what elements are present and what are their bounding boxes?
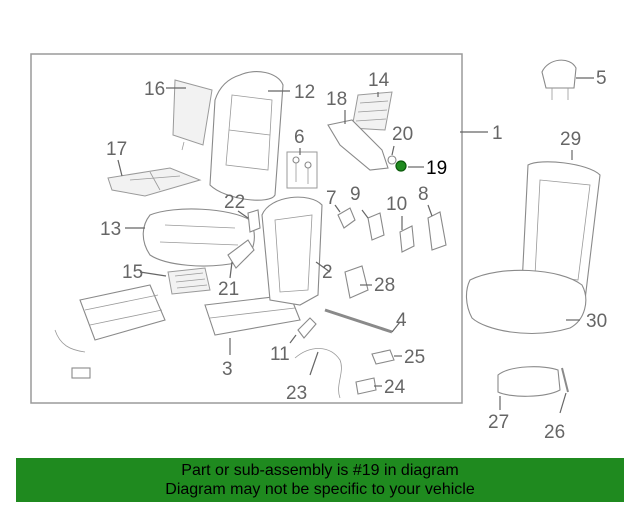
callout-27: 27 xyxy=(488,412,509,433)
callout-11: 11 xyxy=(270,344,290,365)
callout-6: 6 xyxy=(294,127,305,148)
callout-17: 17 xyxy=(106,139,127,160)
part-2-back-frame xyxy=(261,196,323,306)
leader-lines xyxy=(117,77,594,414)
part-26-bracket xyxy=(561,367,569,393)
part-9 xyxy=(367,212,385,241)
banner-line-1: Part or sub-assembly is #19 in diagram xyxy=(181,462,459,479)
banner-line-2: Diagram may not be specific to your vehi… xyxy=(165,481,475,498)
callout-24: 24 xyxy=(384,377,406,398)
callout-5: 5 xyxy=(596,68,607,89)
part-30-seat-cushion-assembly xyxy=(465,269,587,334)
callout-28: 28 xyxy=(374,275,395,296)
info-banner: Part or sub-assembly is #19 in diagram D… xyxy=(16,458,624,502)
part-22-trim xyxy=(247,209,261,233)
callout-29: 29 xyxy=(560,129,581,150)
callout-16: 16 xyxy=(144,79,165,100)
callout-4: 4 xyxy=(396,310,407,331)
callout-1: 1 xyxy=(492,123,503,144)
callout-20: 20 xyxy=(392,124,413,145)
callout-19-highlighted: 19 xyxy=(426,158,447,179)
part-3-lower-frame xyxy=(204,294,301,336)
callout-30: 30 xyxy=(586,311,607,332)
callout-8: 8 xyxy=(418,184,429,205)
part-4-rod xyxy=(324,308,393,334)
part-28-recliner-cover xyxy=(344,265,369,299)
part-11 xyxy=(297,317,317,339)
callout-23: 23 xyxy=(286,383,307,404)
part-18-side-cover xyxy=(327,119,389,171)
part-7 xyxy=(337,207,356,229)
part-12-back-cushion xyxy=(209,71,284,201)
part-27-armrest xyxy=(497,366,561,397)
part-8 xyxy=(427,211,447,251)
part-10 xyxy=(399,225,415,253)
seat-connector xyxy=(71,367,91,379)
assembly-frame xyxy=(30,53,463,404)
callout-21: 21 xyxy=(218,279,239,300)
callout-7: 7 xyxy=(326,188,337,209)
part-24 xyxy=(355,377,377,395)
seat-harness-left xyxy=(54,329,86,353)
part-6-bolt-box xyxy=(286,151,318,189)
callout-18: 18 xyxy=(326,89,347,110)
callout-12: 12 xyxy=(294,82,315,103)
callout-22: 22 xyxy=(224,192,245,213)
callout-10: 10 xyxy=(386,194,407,215)
callout-15: 15 xyxy=(122,262,143,283)
part-21-trim xyxy=(227,239,255,269)
part-20-clip xyxy=(387,155,397,165)
part-16-back-board xyxy=(172,79,213,146)
callout-13: 13 xyxy=(100,219,121,240)
part-23-harness xyxy=(294,348,342,399)
callout-14: 14 xyxy=(368,70,390,91)
callout-3: 3 xyxy=(222,359,233,380)
part-25 xyxy=(371,349,395,365)
part-5-headrest xyxy=(541,59,577,89)
callout-26: 26 xyxy=(544,422,565,443)
callout-2: 2 xyxy=(322,262,333,283)
part-17-heater-pad xyxy=(107,167,202,197)
seat-track-left xyxy=(79,284,166,341)
part-19-highlighted xyxy=(395,160,407,172)
callout-25: 25 xyxy=(404,347,425,368)
callout-9: 9 xyxy=(350,184,361,205)
